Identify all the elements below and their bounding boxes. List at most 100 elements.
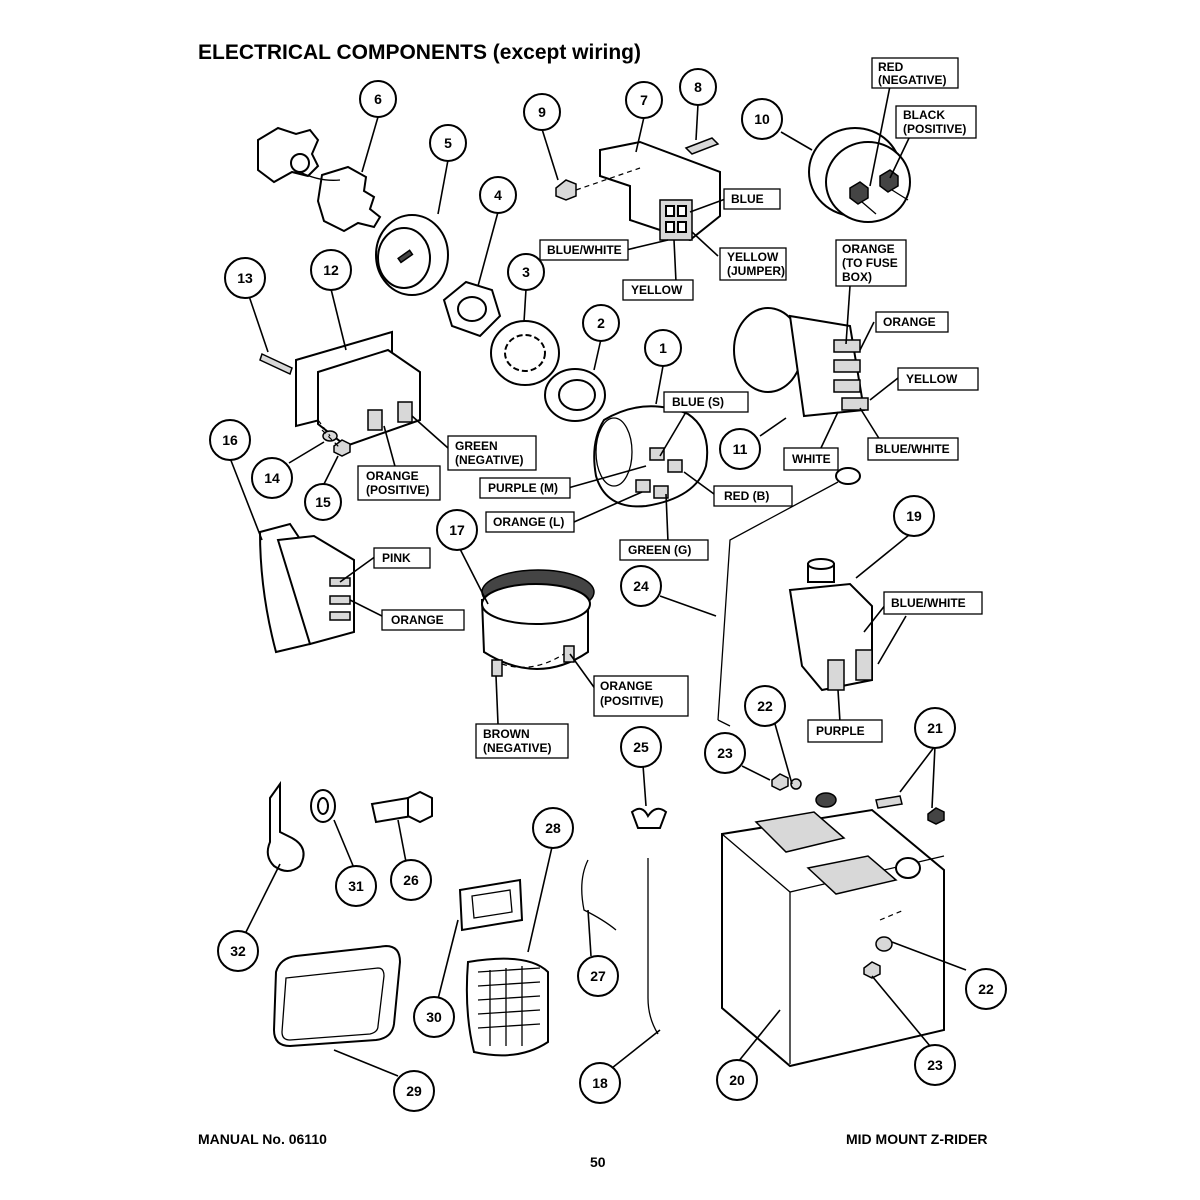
callout-5: 5 (429, 124, 467, 162)
part-fasteners (266, 780, 433, 872)
svg-text:ORANGE: ORANGE (600, 679, 653, 693)
wire-label-black-positive: BLACK(POSITIVE) (895, 105, 977, 139)
part-battery (721, 773, 945, 1068)
wire-label-green-g: GREEN (G) (619, 539, 709, 561)
model-name: MID MOUNT Z-RIDER (846, 1131, 988, 1147)
wire-label-purple-m: PURPLE (M) (479, 477, 571, 499)
page-number: 50 (590, 1154, 606, 1170)
svg-text:YELLOW: YELLOW (727, 250, 779, 264)
wire-label-orange-positive-horn: ORANGE(POSITIVE) (593, 675, 689, 717)
page-title: ELECTRICAL COMPONENTS (except wiring) (198, 41, 641, 64)
callout-21: 21 (914, 707, 956, 749)
wire-label-white: WHITE (783, 447, 839, 471)
callout-8: 8 (679, 68, 717, 106)
svg-text:7: 7 (640, 92, 648, 108)
svg-text:26: 26 (403, 872, 419, 888)
part-horn (480, 569, 595, 677)
callout-10: 10 (741, 98, 783, 140)
callout-30: 30 (413, 996, 455, 1038)
svg-text:24: 24 (633, 578, 649, 594)
callout-27: 27 (577, 955, 619, 997)
part-hex-nut (442, 280, 502, 338)
svg-text:YELLOW: YELLOW (906, 372, 958, 386)
svg-text:25: 25 (633, 739, 649, 755)
callout-25: 25 (620, 726, 662, 768)
svg-text:BLUE/WHITE: BLUE/WHITE (547, 243, 622, 257)
svg-text:4: 4 (494, 187, 502, 203)
svg-text:23: 23 (717, 745, 733, 761)
wire-label-blue-s: BLUE (S) (663, 391, 749, 413)
callout-4: 4 (479, 176, 517, 214)
svg-text:5: 5 (444, 135, 452, 151)
callout-14: 14 (251, 457, 293, 499)
svg-text:23: 23 (927, 1057, 943, 1073)
label-connectors (339, 85, 911, 725)
part-wing-nut (630, 807, 668, 829)
part-rubber-ring (544, 368, 606, 422)
svg-text:GREEN: GREEN (455, 439, 498, 453)
svg-text:(JUMPER): (JUMPER) (727, 264, 785, 278)
svg-text:ORANGE: ORANGE (842, 242, 895, 256)
callout-23a: 23 (704, 732, 746, 774)
part-headlight (272, 858, 659, 1057)
svg-text:(POSITIVE): (POSITIVE) (903, 122, 966, 136)
svg-text:14: 14 (264, 470, 280, 486)
callout-9: 9 (523, 93, 561, 131)
wire-label-red-b: RED (B) (713, 485, 793, 507)
svg-text:1: 1 (659, 340, 667, 356)
svg-text:10: 10 (754, 111, 770, 127)
part-star-washer (490, 320, 560, 386)
svg-text:3: 3 (522, 264, 530, 280)
svg-text:30: 30 (426, 1009, 442, 1025)
part-rocker-switch (258, 522, 355, 654)
svg-text:13: 13 (237, 270, 253, 286)
callout-32: 32 (217, 930, 259, 972)
svg-text:19: 19 (906, 508, 922, 524)
svg-text:BOX): BOX) (842, 270, 872, 284)
callout-29: 29 (393, 1070, 435, 1112)
svg-text:ORANGE (L): ORANGE (L) (493, 515, 564, 529)
callout-18: 18 (579, 1062, 621, 1104)
manual-number: MANUAL No. 06110 (198, 1131, 327, 1147)
callout-3: 3 (507, 253, 545, 291)
wire-label-yellow: YELLOW (622, 279, 694, 301)
wire-label-pink: PINK (373, 547, 431, 569)
svg-text:ORANGE: ORANGE (883, 315, 936, 329)
wire-label-orange-l: ORANGE (L) (485, 511, 575, 533)
svg-text:18: 18 (592, 1075, 608, 1091)
svg-text:15: 15 (315, 494, 331, 510)
wire-label-brown-negative: BROWN(NEGATIVE) (475, 723, 569, 759)
callout-31: 31 (335, 865, 377, 907)
svg-text:(POSITIVE): (POSITIVE) (600, 694, 663, 708)
svg-text:28: 28 (545, 820, 561, 836)
svg-text:RED (B): RED (B) (724, 489, 769, 503)
callout-23b: 23 (914, 1044, 956, 1086)
svg-text:2: 2 (597, 315, 605, 331)
wire-label-blue: BLUE (723, 188, 781, 210)
callout-16: 16 (209, 419, 251, 461)
part-ignition-switch (593, 405, 709, 508)
callout-28: 28 (532, 807, 574, 849)
svg-text:(NEGATIVE): (NEGATIVE) (455, 453, 523, 467)
callout-12: 12 (310, 249, 352, 291)
svg-text:ORANGE: ORANGE (366, 469, 419, 483)
svg-text:31: 31 (348, 878, 364, 894)
svg-text:BLUE (S): BLUE (S) (672, 395, 724, 409)
svg-text:PINK: PINK (382, 551, 411, 565)
svg-text:9: 9 (538, 104, 546, 120)
svg-text:12: 12 (323, 262, 339, 278)
wire-label-red-negative: RED(NEGATIVE) (871, 57, 959, 89)
leader-lines (229, 103, 967, 1077)
part-hour-meter (808, 127, 911, 223)
part-interlock-bracket (555, 137, 721, 242)
wire-label-yellow-pto: YELLOW (897, 367, 979, 391)
callout-22a: 22 (744, 685, 786, 727)
callout-13: 13 (224, 257, 266, 299)
part-plunger-switch (788, 558, 873, 692)
svg-text:PURPLE (M): PURPLE (M) (488, 481, 558, 495)
svg-text:(TO FUSE: (TO FUSE (842, 256, 898, 270)
callout-2: 2 (582, 304, 620, 342)
part-keys (257, 126, 382, 233)
